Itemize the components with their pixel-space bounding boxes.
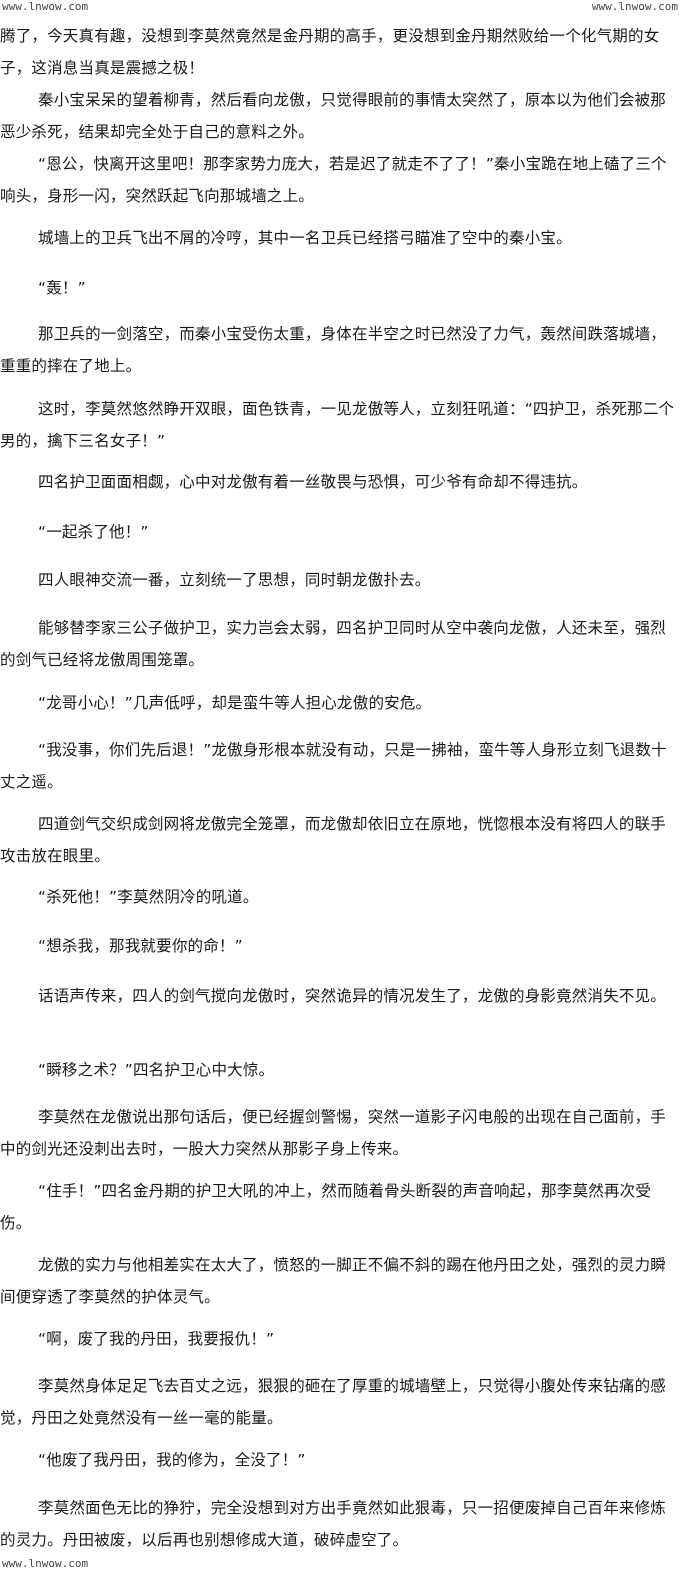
paragraph-9: “一起杀了他！” (38, 523, 149, 541)
paragraph-22: “啊，废了我的丹田，我要报仇！” (38, 1330, 275, 1348)
paragraph-6: 那卫兵的一剑落空，而秦小宝受伤太重，身体在半空之时已然没了力气，轰然间跌落城墙，… (0, 325, 667, 375)
paragraph-7: 这时，李莫然悠然睁开双眼，面色铁青，一见龙傲等人，立刻狂吼道：“四护卫，杀死那二… (0, 400, 675, 450)
paragraph-13: “我没事，你们先后退！”龙傲身形根本就没有动，只是一拂袖，蛮牛等人身形立刻飞退数… (0, 741, 667, 791)
paragraph-11: 能够替李家三公子做护卫，实力岂会太弱，四名护卫同时从空中袭向龙傲，人还未至，强烈… (0, 619, 667, 669)
watermark-bottom-left: www.lnwow.com (0, 1557, 91, 1571)
paragraph-8: 四名护卫面面相觑，心中对龙傲有着一丝敬畏与恐惧，可少爷有命却不得违抗。 (38, 473, 588, 491)
paragraph-15: “杀死他！”李莫然阴冷的吼道。 (38, 888, 259, 906)
paragraph-21: 龙傲的实力与他相差实在太大了，愤怒的一脚正不偏不斜的踢在他丹田之处，强烈的灵力瞬… (0, 1256, 667, 1306)
paragraph-4: 城墙上的卫兵飞出不屑的冷哼，其中一名卫兵已经搭弓瞄准了空中的秦小宝。 (38, 229, 572, 247)
paragraph-18: “瞬移之术？”四名护卫心中大惊。 (38, 1061, 275, 1079)
paragraph-10: 四人眼神交流一番，立刻统一了思想，同时朝龙傲扑去。 (38, 571, 431, 589)
watermark-top-left: www.lnwow.com (0, 0, 91, 14)
paragraph-5: “轰！” (38, 279, 86, 297)
watermark-top-right: www.lnwow.com (589, 0, 680, 14)
paragraph-2: 秦小宝呆呆的望着柳青，然后看向龙傲，只觉得眼前的事情太突然了，原本以为他们会被那… (0, 91, 667, 141)
paragraph-12: “龙哥小心！”几声低呼，却是蛮牛等人担心龙傲的安危。 (38, 694, 432, 712)
paragraph-24: “他废了我丹田，我的修为，全没了！” (38, 1451, 306, 1469)
paragraph-19: 李莫然在龙傲说出那句话后，便已经握剑警惕，突然一道影子闪电般的出现在自己面前，手… (0, 1108, 667, 1158)
paragraph-14: 四道剑气交织成剑网将龙傲完全笼罩，而龙傲却依旧立在原地，恍惚根本没有将四人的联手… (0, 815, 667, 865)
paragraph-25: 李莫然面色无比的狰狞，完全没想到对方出手竟然如此狠毒，只一招便废掉自己百年来修炼… (0, 1499, 667, 1549)
paragraph-3: “恩公，快离开这里吧！那李家势力庞大，若是迟了就走不了了！”秦小宝跪在地上磕了三… (0, 155, 667, 205)
paragraph-1: 腾了，今天真有趣，没想到李莫然竟然是金丹期的高手，更没想到金丹期然败给一个化气期… (0, 27, 660, 77)
paragraph-23: 李莫然身体足足飞去百丈之远，狠狠的砸在了厚重的城墙壁上，只觉得小腹处传来钻痛的感… (0, 1377, 667, 1427)
paragraph-16: “想杀我，那我就要你的命！” (38, 937, 243, 955)
paragraph-20: “住手！”四名金丹期的护卫大吼的冲上，然而随着骨头断裂的声音响起，那李莫然再次受… (0, 1182, 652, 1232)
paragraph-17: 话语声传来，四人的剑气搅向龙傲时，突然诡异的情况发生了，龙傲的身影竟然消失不见。 (38, 987, 667, 1005)
